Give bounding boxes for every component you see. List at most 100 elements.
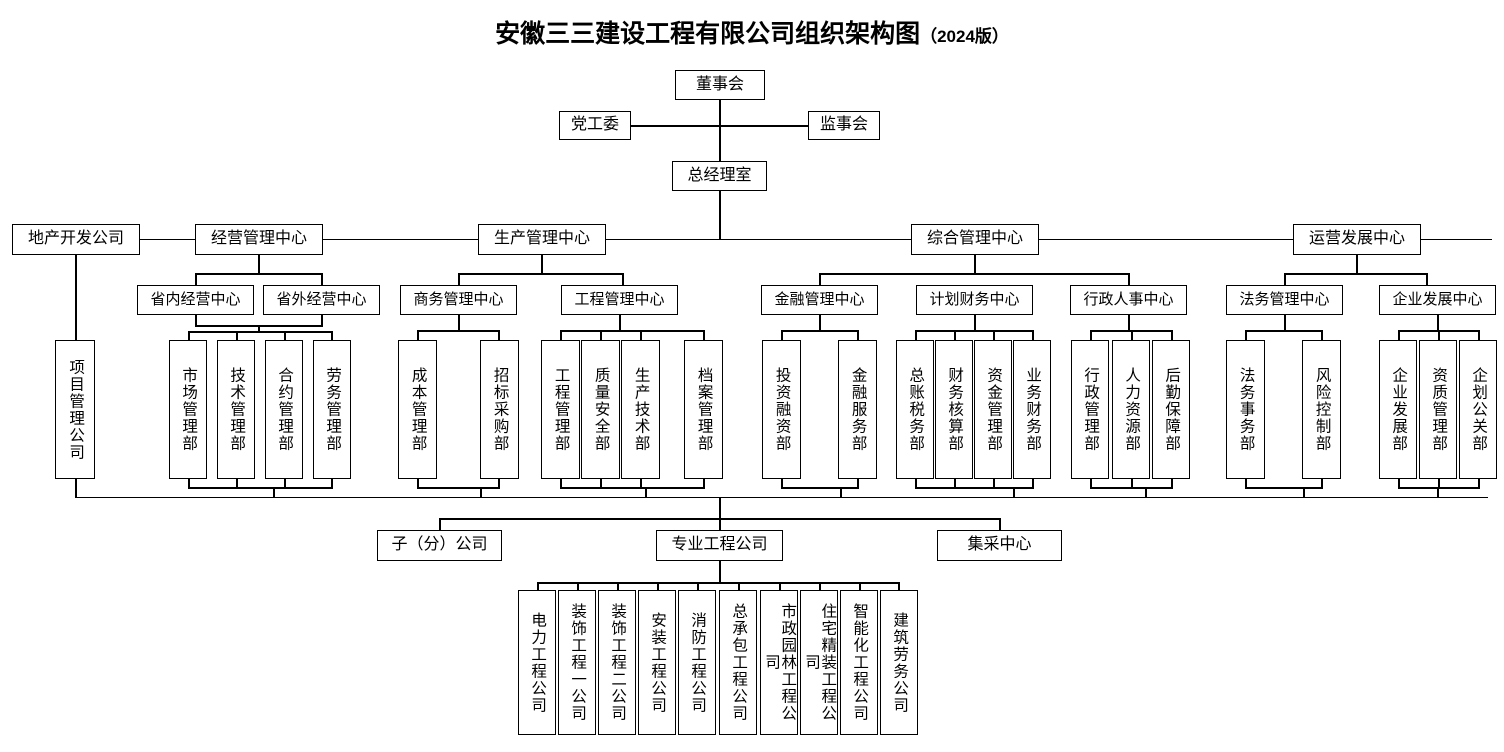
line-bd3-down [284, 479, 286, 488]
company-municipal-landscape-engineering[interactable]: 市政园林工程公司 [760, 590, 798, 735]
line-cmcx-d2 [498, 330, 500, 341]
dept-contract-management[interactable]: 合约管理部 [265, 340, 303, 479]
node-professional-engineering-company[interactable]: 专业工程公司 [656, 530, 783, 561]
line-odc-child1 [1284, 273, 1286, 285]
line-bmc-span [195, 273, 323, 275]
line-emc-d2 [600, 330, 602, 341]
line-bmc-child2 [321, 273, 323, 285]
node-centralized-procurement-center[interactable]: 集采中心 [937, 530, 1062, 561]
dept-technical-management[interactable]: 技术管理部 [217, 340, 255, 479]
dept-planning-public-relations[interactable]: 企划公关部 [1459, 340, 1497, 479]
line-pro-c2 [577, 582, 579, 591]
node-province-inner-business-center[interactable]: 省内经营中心 [137, 285, 254, 315]
line-red-to-pmc [75, 255, 77, 341]
line-fd-to-bus [840, 487, 842, 498]
line-sales-d1 [188, 331, 190, 341]
line-bd1-down [188, 479, 190, 488]
dept-business-finance[interactable]: 业务财务部 [1013, 340, 1051, 479]
node-enterprise-development-center[interactable]: 企业发展中心 [1379, 285, 1496, 315]
dept-administration-management[interactable]: 行政管理部 [1071, 340, 1109, 479]
line-lmc-d1 [1245, 330, 1247, 341]
title-main: 安徽三三建设工程有限公司组织架构图 [495, 20, 921, 48]
line-ahc-drop [1128, 315, 1130, 331]
dept-cost-management[interactable]: 成本管理部 [398, 340, 437, 479]
node-plan-finance-center[interactable]: 计划财务中心 [916, 285, 1033, 315]
dept-risk-control[interactable]: 风险控制部 [1302, 340, 1341, 479]
company-electric-power-engineering[interactable]: 电力工程公司 [518, 590, 556, 735]
dept-financial-service[interactable]: 金融服务部 [838, 340, 877, 479]
line-pd3-down [993, 479, 995, 488]
line-ahc-d3 [1171, 330, 1173, 341]
node-province-outer-business-center[interactable]: 省外经营中心 [263, 285, 380, 315]
dept-qualification-management[interactable]: 资质管理部 [1419, 340, 1457, 479]
line-pro-bus [537, 582, 900, 584]
node-real-estate-company[interactable]: 地产开发公司 [12, 224, 140, 255]
line-sales-d2 [236, 331, 238, 341]
dept-investment-financing[interactable]: 投资融资部 [762, 340, 801, 479]
line-cd-to-bus [480, 487, 482, 498]
dept-general-ledger-tax[interactable]: 总账税务部 [896, 340, 934, 479]
line-ad1-down [1090, 479, 1092, 488]
node-operation-development-center[interactable]: 运营发展中心 [1293, 224, 1421, 255]
line-fmc-drop [819, 315, 821, 331]
node-party-committee[interactable]: 党工委 [559, 111, 631, 140]
company-decoration-engineering-two[interactable]: 装饰工程二公司 [598, 590, 636, 735]
line-pro-drop [719, 561, 721, 583]
dept-enterprise-development[interactable]: 企业发展部 [1379, 340, 1417, 479]
line-bottom-pro [719, 518, 721, 531]
line-pro-c1 [537, 582, 539, 591]
line-fmc-d1 [781, 330, 783, 341]
dept-quality-safety[interactable]: 质量安全部 [581, 340, 620, 479]
line-cd1-down [417, 479, 419, 488]
node-financial-management-center[interactable]: 金融管理中心 [761, 285, 878, 315]
line-cmc-child3 [1128, 273, 1130, 285]
dept-archives-management[interactable]: 档案管理部 [684, 340, 723, 479]
node-supervisory-board[interactable]: 监事会 [808, 111, 880, 140]
company-residential-fine-decoration-engineering[interactable]: 住宅精装工程公司 [800, 590, 838, 735]
line-pd-join [915, 487, 1034, 489]
dept-bidding-procurement[interactable]: 招标采购部 [480, 340, 519, 479]
line-pro-c5 [697, 582, 699, 591]
dept-engineering-management[interactable]: 工程管理部 [541, 340, 580, 479]
company-fire-protection-engineering[interactable]: 消防工程公司 [678, 590, 716, 735]
line-cmcx-drop [458, 315, 460, 331]
dept-fund-management[interactable]: 资金管理部 [974, 340, 1012, 479]
company-intelligent-engineering[interactable]: 智能化工程公司 [840, 590, 878, 735]
node-admin-hr-center[interactable]: 行政人事中心 [1070, 285, 1187, 315]
node-business-management-center[interactable]: 经营管理中心 [195, 224, 323, 255]
line-pfc-bus [915, 330, 1034, 332]
dept-logistics-support[interactable]: 后勤保障部 [1152, 340, 1190, 479]
line-ad-join [1090, 487, 1173, 489]
line-emc-bus [560, 330, 705, 332]
dept-production-technology[interactable]: 生产技术部 [621, 340, 660, 479]
line-emc-d4 [703, 330, 705, 341]
node-engineering-management-center[interactable]: 工程管理中心 [561, 285, 678, 315]
dept-financial-accounting[interactable]: 财务核算部 [935, 340, 973, 479]
node-legal-management-center[interactable]: 法务管理中心 [1226, 285, 1343, 315]
dept-labor-management[interactable]: 劳务管理部 [313, 340, 351, 479]
company-general-contracting-engineering[interactable]: 总承包工程公司 [719, 590, 757, 735]
company-decoration-engineering-one[interactable]: 装饰工程一公司 [558, 590, 596, 735]
dept-market-management[interactable]: 市场管理部 [169, 340, 207, 479]
line-bottom-sub [439, 518, 441, 531]
dept-project-management-company[interactable]: 项目管理公司 [55, 340, 95, 479]
line-pro-c10 [898, 582, 900, 591]
node-commerce-management-center[interactable]: 商务管理中心 [400, 285, 517, 315]
node-general-manager-office[interactable]: 总经理室 [672, 161, 767, 191]
company-installation-engineering[interactable]: 安装工程公司 [638, 590, 676, 735]
line-fd1-down [781, 479, 783, 488]
dept-legal-affairs[interactable]: 法务事务部 [1226, 340, 1265, 479]
node-comprehensive-management-center[interactable]: 综合管理中心 [911, 224, 1039, 255]
node-production-management-center[interactable]: 生产管理中心 [478, 224, 606, 255]
line-pmcp-to-bus [75, 479, 77, 498]
line-ed4-down [703, 479, 705, 488]
node-subsidiary-branch-company[interactable]: 子（分）公司 [377, 530, 502, 561]
line-ad3-down [1171, 479, 1173, 488]
node-board[interactable]: 董事会 [675, 70, 765, 100]
line-bd4-down [331, 479, 333, 488]
line-ed3-down [640, 479, 642, 488]
line-ld1-down [1245, 479, 1247, 488]
company-construction-labor-service[interactable]: 建筑劳务公司 [880, 590, 918, 735]
line-lower-bus [75, 496, 1488, 499]
dept-human-resources[interactable]: 人力资源部 [1112, 340, 1150, 479]
